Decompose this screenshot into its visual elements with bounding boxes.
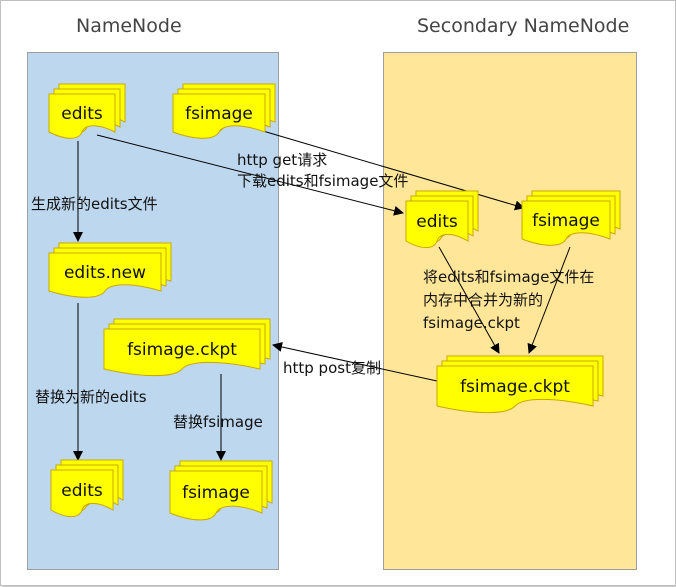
merge-label-line3: fsimage.ckpt bbox=[423, 314, 520, 332]
sn-fsimage-ckpt-label: fsimage.ckpt bbox=[460, 377, 570, 397]
sn-fsimage-to-ckpt-arrow bbox=[527, 246, 571, 354]
nn-edits-document: edits bbox=[48, 83, 126, 139]
sn-edits-label: edits bbox=[416, 212, 458, 232]
nn-edits-new-document: edits.new bbox=[48, 242, 172, 298]
nn-edits-label: edits bbox=[61, 104, 103, 124]
sn-fsimage-document: fsimage bbox=[521, 190, 621, 246]
merge-label-line1: 将edits和fsimage文件在 bbox=[423, 268, 595, 286]
http-post-label: http post复制 bbox=[283, 359, 381, 377]
nn-fsimage-to-sn-fsimage-arrow bbox=[262, 130, 525, 211]
http-get-label-line2: 下载edits和fsimage文件 bbox=[237, 172, 409, 190]
http-get-label-line1: http get请求 bbox=[237, 151, 328, 169]
replace-edits-label: 替换为新的edits bbox=[35, 388, 147, 406]
sn-ckpt-to-nn-ckpt-arrow bbox=[272, 342, 438, 382]
replace-fsimage-label: 替换fsimage bbox=[173, 413, 263, 431]
sn-edits-document: edits bbox=[405, 190, 479, 249]
secondary-namenode-panel bbox=[383, 52, 637, 570]
nn-fsimage-ckpt-document: fsimage.ckpt bbox=[103, 318, 271, 377]
nn-edits-final-label: edits bbox=[61, 481, 103, 501]
nn-edits-final-document: edits bbox=[50, 459, 124, 518]
namenode-title: NameNode bbox=[76, 15, 182, 37]
nn-fsimage-label: fsimage bbox=[185, 104, 253, 124]
merge-label-line2: 内存中合并为新的 bbox=[423, 291, 544, 309]
nn-edits-new-label: edits.new bbox=[64, 263, 146, 283]
nn-fsimage-final-document: fsimage bbox=[169, 460, 273, 521]
nn-fsimage-document: fsimage bbox=[172, 83, 276, 139]
secondary-namenode-title: Secondary NameNode bbox=[417, 15, 630, 37]
nn-fsimage-final-label: fsimage bbox=[182, 483, 250, 503]
sn-fsimage-label: fsimage bbox=[532, 211, 600, 231]
nn-edits-to-sn-edits-arrow bbox=[96, 134, 404, 216]
generate-new-edits-label: 生成新的edits文件 bbox=[31, 195, 158, 213]
sn-edits-to-ckpt-arrow bbox=[438, 246, 500, 354]
sn-fsimage-ckpt-document: fsimage.ckpt bbox=[436, 355, 604, 414]
nn-fsimage-ckpt-label: fsimage.ckpt bbox=[127, 340, 237, 360]
